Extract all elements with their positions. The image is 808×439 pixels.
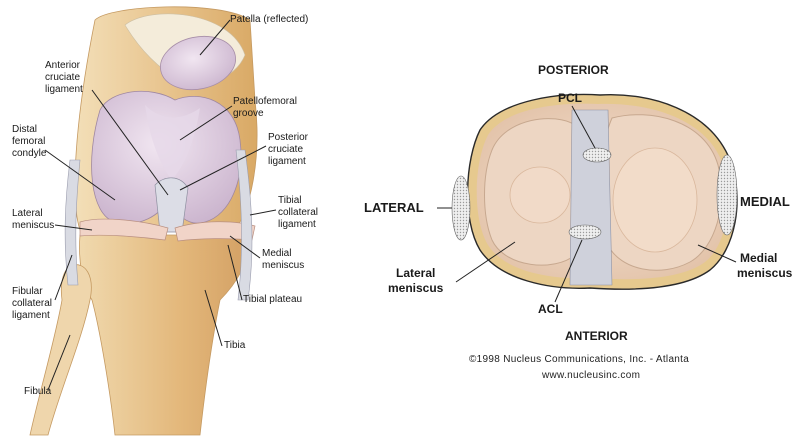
label-acl: ACL bbox=[538, 302, 563, 316]
plateau-lateral-condyle bbox=[510, 167, 570, 223]
label-lateral: LATERAL bbox=[364, 200, 424, 215]
label-patella: Patella (reflected) bbox=[230, 14, 308, 25]
label-tcl-2: collateral bbox=[278, 207, 318, 218]
label-posterior: POSTERIOR bbox=[538, 63, 609, 77]
label-tcl-1: Tibial bbox=[278, 195, 302, 206]
right-plateau-illustration bbox=[452, 94, 737, 289]
label-pcl: PCL bbox=[558, 91, 582, 105]
label-dfc-2: femoral bbox=[12, 136, 45, 147]
label-lat-meniscus-2: meniscus bbox=[12, 220, 54, 231]
medial-collateral-stub bbox=[717, 155, 737, 235]
label-acl-2: cruciate bbox=[45, 72, 80, 83]
label-pf-groove-1: Patellofemoral bbox=[233, 96, 297, 107]
label-fcl-2: collateral bbox=[12, 298, 52, 309]
label-tibial-plateau: Tibial plateau bbox=[243, 294, 302, 305]
label-lat-meniscus-1: Lateral bbox=[12, 208, 43, 219]
credit-line-2: www.nucleusinc.com bbox=[541, 370, 640, 381]
label-r-lat-meniscus-1: Lateral bbox=[396, 266, 435, 280]
label-pf-groove-2: groove bbox=[233, 108, 264, 119]
label-tibia: Tibia bbox=[224, 340, 246, 351]
label-anterior: ANTERIOR bbox=[565, 329, 628, 343]
label-fibula: Fibula bbox=[24, 386, 52, 397]
label-dfc-3: condyle bbox=[12, 148, 47, 159]
label-pcl-1: Posterior bbox=[268, 132, 309, 143]
label-tcl-3: ligament bbox=[278, 219, 316, 230]
label-med-meniscus-2: meniscus bbox=[262, 260, 304, 271]
plateau-medial-condyle bbox=[613, 148, 697, 252]
label-acl-3: ligament bbox=[45, 84, 83, 95]
label-r-med-meniscus-1: Medial bbox=[740, 251, 777, 265]
label-fcl-3: ligament bbox=[12, 310, 50, 321]
label-med-meniscus-1: Medial bbox=[262, 248, 291, 259]
label-dfc-1: Distal bbox=[12, 124, 37, 135]
plateau-cruciate-band bbox=[570, 110, 612, 285]
label-medial: MEDIAL bbox=[740, 194, 790, 209]
acl-stump bbox=[569, 225, 601, 239]
label-r-med-meniscus-2: meniscus bbox=[737, 266, 793, 280]
lateral-collateral-stub bbox=[452, 176, 470, 240]
credit-line-1: ©1998 Nucleus Communications, Inc. - Atl… bbox=[469, 354, 689, 365]
cruciate-ligaments bbox=[155, 178, 188, 232]
label-pcl-3: ligament bbox=[268, 156, 306, 167]
label-pcl-2: cruciate bbox=[268, 144, 303, 155]
tibia-bone bbox=[80, 235, 251, 435]
pcl-stump bbox=[583, 148, 611, 162]
label-acl-1: Anterior bbox=[45, 60, 81, 71]
credit-block: ©1998 Nucleus Communications, Inc. - Atl… bbox=[469, 354, 689, 381]
label-fcl-1: Fibular bbox=[12, 286, 43, 297]
label-r-lat-meniscus-2: meniscus bbox=[388, 281, 444, 295]
